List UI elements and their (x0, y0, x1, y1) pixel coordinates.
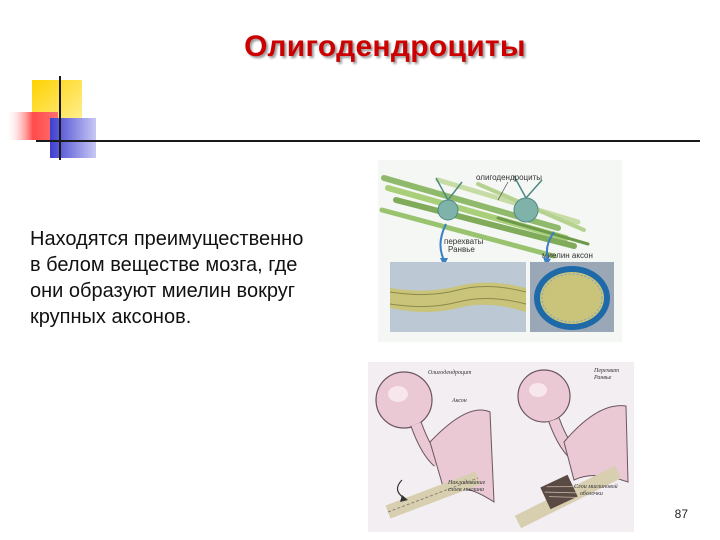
oligodendrocyte-right (514, 369, 629, 529)
label-myelin-axon: миелин аксон (542, 251, 593, 260)
label-oligodendrocytes: олигодендроциты (476, 173, 542, 182)
label-myelin-layers-2: оболочки (580, 490, 603, 497)
page-number: 87 (674, 507, 688, 521)
oligodendrocyte-cell-right (513, 197, 539, 223)
longitudinal-section (389, 262, 527, 332)
cross-section (530, 262, 614, 332)
label-nodes-of-ranvier-1: перехваты (444, 237, 484, 246)
label-wrapping-1: Накладывание (447, 479, 486, 486)
deco-red-bar (8, 112, 58, 140)
oligodendrocyte-left (375, 371, 495, 519)
label-wrapping-2: слоев миелина (448, 487, 484, 493)
label-nodes-of-ranvier-2: Ранвье (448, 245, 475, 254)
label-node-2: Ранвье (593, 375, 612, 381)
label-node-1: Перехват (593, 368, 620, 374)
deco-blue-square (50, 118, 96, 158)
slide-title: Олигодендроциты (244, 30, 526, 63)
axon-bundle (379, 175, 590, 259)
oligodendrocyte-diagram: олигодендроциты перехваты Ранвье миелин … (378, 160, 622, 342)
label-oligodendrocyte: Олигодендроцит (428, 369, 472, 376)
myelination-diagram: Олигодендроцит Аксон Перехват Ранвье Нак… (368, 362, 634, 532)
label-axon: Аксон (451, 398, 467, 404)
oligodendrocyte-cell-left (437, 199, 459, 221)
body-text: Находятся преимущественно в белом вещест… (30, 228, 304, 328)
corner-decoration (8, 76, 700, 160)
label-myelin-layers-1: Слои миелиновой (574, 483, 618, 490)
